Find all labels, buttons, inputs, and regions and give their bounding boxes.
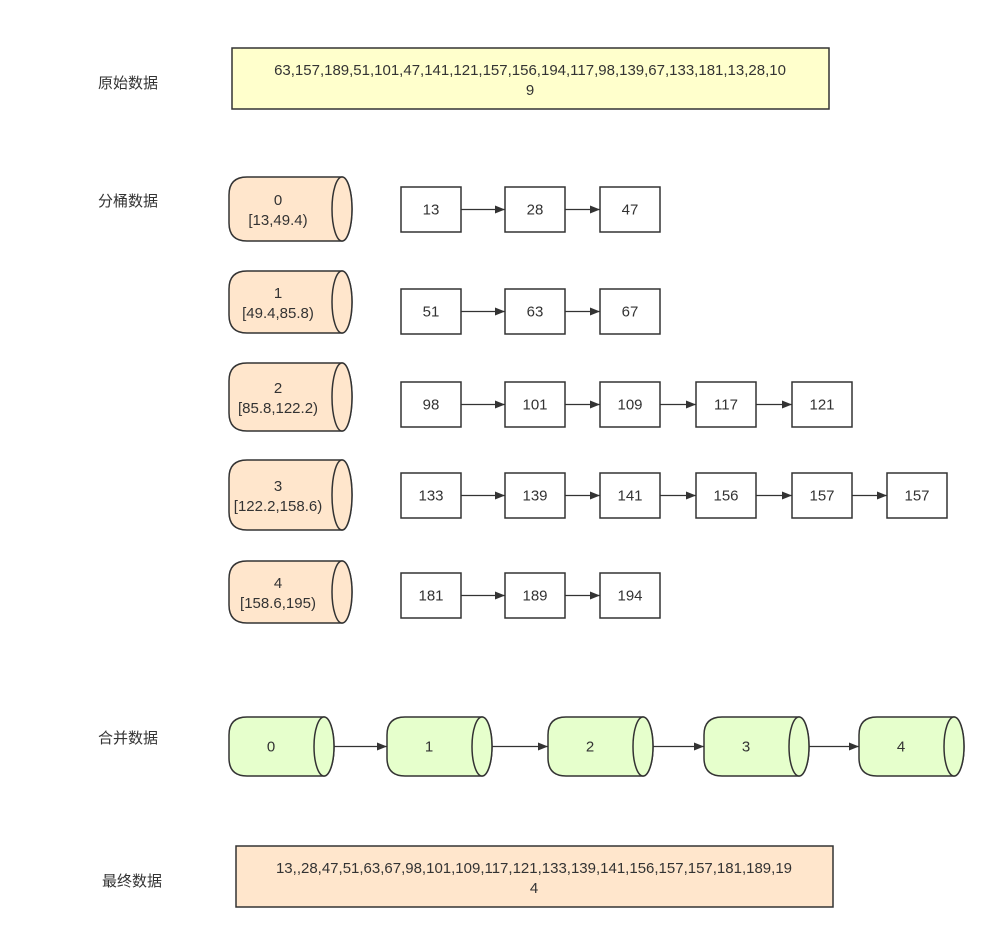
bucket-item-box: 98 bbox=[400, 381, 462, 428]
bucket-item-box: 141 bbox=[599, 472, 661, 519]
bucket-item-value: 181 bbox=[418, 588, 443, 605]
bucket-item-box: 101 bbox=[504, 381, 566, 428]
bucket-item-box: 121 bbox=[791, 381, 853, 428]
bucket-item-value: 101 bbox=[522, 397, 547, 414]
bucket-item-value: 141 bbox=[617, 488, 642, 505]
final-data-line1: 13,,28,47,51,63,67,98,101,109,117,121,13… bbox=[276, 860, 792, 877]
merge-index: 1 bbox=[425, 739, 433, 756]
bucket-item-value: 139 bbox=[522, 488, 547, 505]
bucket-item-box: 117 bbox=[695, 381, 757, 428]
merge-row: 0 1 2 3 4 bbox=[228, 716, 965, 777]
bucket-item-box: 47 bbox=[599, 186, 661, 233]
label-buckets: 分桶数据 bbox=[98, 193, 158, 210]
bucket-index: 4 bbox=[274, 575, 282, 592]
merge-index: 3 bbox=[742, 739, 750, 756]
bucket-item-box: 157 bbox=[791, 472, 853, 519]
bucket-cylinder-1: 1 [49.4,85.8) bbox=[228, 270, 353, 334]
bucket-range: [49.4,85.8) bbox=[242, 305, 314, 322]
bucket-item-box: 194 bbox=[599, 572, 661, 619]
bucket-row-3: 3 [122.2,158.6) 133 139 141 156 157 157 bbox=[228, 459, 948, 531]
bucket-item-value: 194 bbox=[617, 588, 642, 605]
bucket-item-value: 13 bbox=[423, 202, 440, 219]
bucket-item-value: 189 bbox=[522, 588, 547, 605]
bucket-row-0: 0 [13,49.4) 13 28 47 bbox=[228, 176, 661, 242]
bucket-item-value: 109 bbox=[617, 397, 642, 414]
bucket-item-value: 51 bbox=[423, 304, 440, 321]
bucket-cylinder-4: 4 [158.6,195) bbox=[228, 560, 353, 624]
merge-cylinder-3: 3 bbox=[703, 716, 810, 777]
bucket-range: [85.8,122.2) bbox=[238, 400, 318, 417]
label-final: 最终数据 bbox=[102, 873, 162, 890]
final-data-line2: 4 bbox=[530, 880, 538, 897]
bucket-cylinder-0: 0 [13,49.4) bbox=[228, 176, 353, 242]
bucket-row-4: 4 [158.6,195) 181 189 194 bbox=[228, 560, 661, 624]
bucket-rows: 0 [13,49.4) 13 28 47 1 [49.4,85.8) 51 63 67 2 [85.8… bbox=[228, 176, 948, 624]
original-data-box: 63,157,189,51,101,47,141,121,157,156,194… bbox=[231, 47, 830, 110]
label-original: 原始数据 bbox=[98, 75, 158, 92]
bucket-index: 0 bbox=[274, 192, 282, 209]
bucket-item-box: 156 bbox=[695, 472, 757, 519]
bucket-item-value: 28 bbox=[527, 202, 544, 219]
merge-cylinder-2: 2 bbox=[547, 716, 654, 777]
bucket-item-value: 63 bbox=[527, 304, 544, 321]
bucket-item-value: 156 bbox=[713, 488, 738, 505]
merge-cylinder-4: 4 bbox=[858, 716, 965, 777]
merge-index: 0 bbox=[267, 739, 275, 756]
original-data-line2: 9 bbox=[526, 82, 534, 99]
bucket-item-box: 51 bbox=[400, 288, 462, 335]
merge-index: 2 bbox=[586, 739, 594, 756]
bucket-index: 3 bbox=[274, 478, 282, 495]
bucket-item-box: 63 bbox=[504, 288, 566, 335]
bucket-item-box: 67 bbox=[599, 288, 661, 335]
bucket-range: [158.6,195) bbox=[240, 595, 316, 612]
bucket-range: [122.2,158.6) bbox=[234, 498, 322, 515]
bucket-item-value: 47 bbox=[622, 202, 639, 219]
bucket-range: [13,49.4) bbox=[248, 212, 307, 229]
bucket-item-box: 109 bbox=[599, 381, 661, 428]
bucket-item-value: 117 bbox=[714, 397, 738, 414]
merge-cylinder-0: 0 bbox=[228, 716, 335, 777]
bucket-item-box: 139 bbox=[504, 472, 566, 519]
original-data-line1: 63,157,189,51,101,47,141,121,157,156,194… bbox=[274, 62, 786, 79]
bucket-item-box: 133 bbox=[400, 472, 462, 519]
bucket-cylinder-3: 3 [122.2,158.6) bbox=[228, 459, 353, 531]
merge-index: 4 bbox=[897, 739, 905, 756]
label-merge: 合并数据 bbox=[98, 730, 158, 747]
bucket-item-box: 157 bbox=[886, 472, 948, 519]
bucket-index: 1 bbox=[274, 285, 282, 302]
bucket-item-value: 157 bbox=[904, 488, 929, 505]
bucket-item-box: 28 bbox=[504, 186, 566, 233]
bucket-item-box: 13 bbox=[400, 186, 462, 233]
bucket-item-value: 133 bbox=[418, 488, 443, 505]
bucket-item-value: 157 bbox=[809, 488, 834, 505]
bucket-item-box: 181 bbox=[400, 572, 462, 619]
final-data-box: 13,,28,47,51,63,67,98,101,109,117,121,13… bbox=[235, 845, 834, 908]
bucket-item-value: 98 bbox=[423, 397, 440, 414]
bucket-row-1: 1 [49.4,85.8) 51 63 67 bbox=[228, 270, 661, 335]
bucket-cylinder-2: 2 [85.8,122.2) bbox=[228, 362, 353, 432]
bucket-item-value: 67 bbox=[622, 304, 639, 321]
merge-cylinder-1: 1 bbox=[386, 716, 493, 777]
bucket-item-value: 121 bbox=[809, 397, 834, 414]
bucket-item-box: 189 bbox=[504, 572, 566, 619]
bucket-index: 2 bbox=[274, 380, 282, 397]
bucket-row-2: 2 [85.8,122.2) 98 101 109 117 121 bbox=[228, 362, 853, 432]
